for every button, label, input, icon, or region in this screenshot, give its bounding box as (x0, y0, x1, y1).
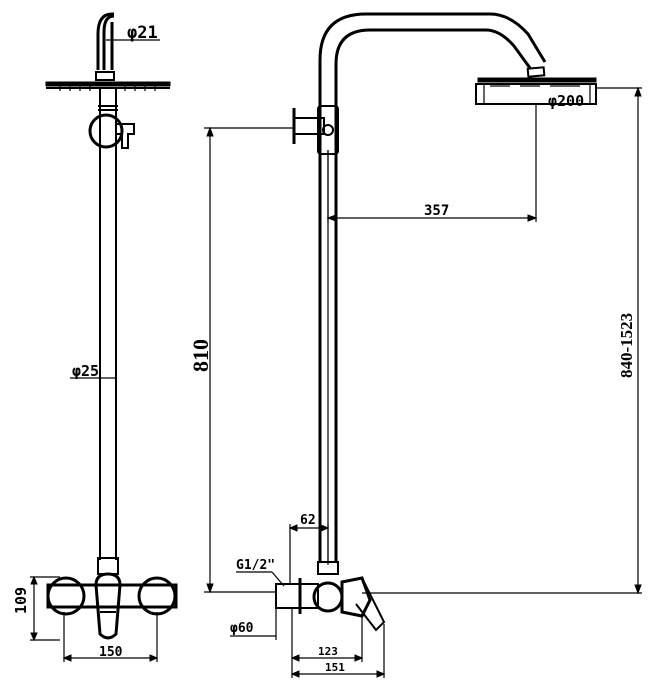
front-depth-151-label: 151 (325, 661, 345, 674)
front-depth-123-label: 123 (318, 645, 338, 658)
front-escutcheon-dia-label: φ60 (230, 621, 254, 636)
side-shower-head (45, 81, 171, 87)
side-bracket-knob (88, 113, 124, 149)
side-mixer-height-label: 109 (12, 587, 30, 614)
front-adjust-range-label: 840-1523 (617, 313, 636, 378)
front-view: φ200 357 (188, 12, 642, 678)
side-riser-collar (97, 557, 119, 575)
side-head-nozzles (59, 86, 156, 91)
front-wall-bracket (292, 105, 339, 155)
front-shower-head (475, 77, 597, 105)
front-arm-reach-label: 357 (424, 203, 449, 219)
side-head-connector (95, 71, 115, 81)
front-mixer-valve (275, 561, 386, 632)
side-mixer-width-label: 150 (99, 645, 123, 660)
side-head-arm-dia-label: φ21 (127, 23, 158, 43)
front-head-connector (526, 66, 546, 78)
front-height-to-arm-label: 810 (188, 339, 213, 372)
front-head-dia-label: φ200 (548, 92, 584, 110)
front-inlet-thread-label: G1/2" (236, 558, 275, 573)
side-riser-dia-label: φ25 (72, 362, 99, 380)
front-valve-offset-label: 62 (300, 513, 316, 528)
side-arm-pipe (102, 14, 115, 70)
side-arm-outer (96, 12, 114, 70)
side-bracket-handle (116, 123, 135, 149)
front-overhead-arm-inner (334, 28, 532, 110)
side-view: φ21 φ25 109 150 (12, 12, 178, 662)
front-overhead-arm-outer (318, 12, 547, 110)
